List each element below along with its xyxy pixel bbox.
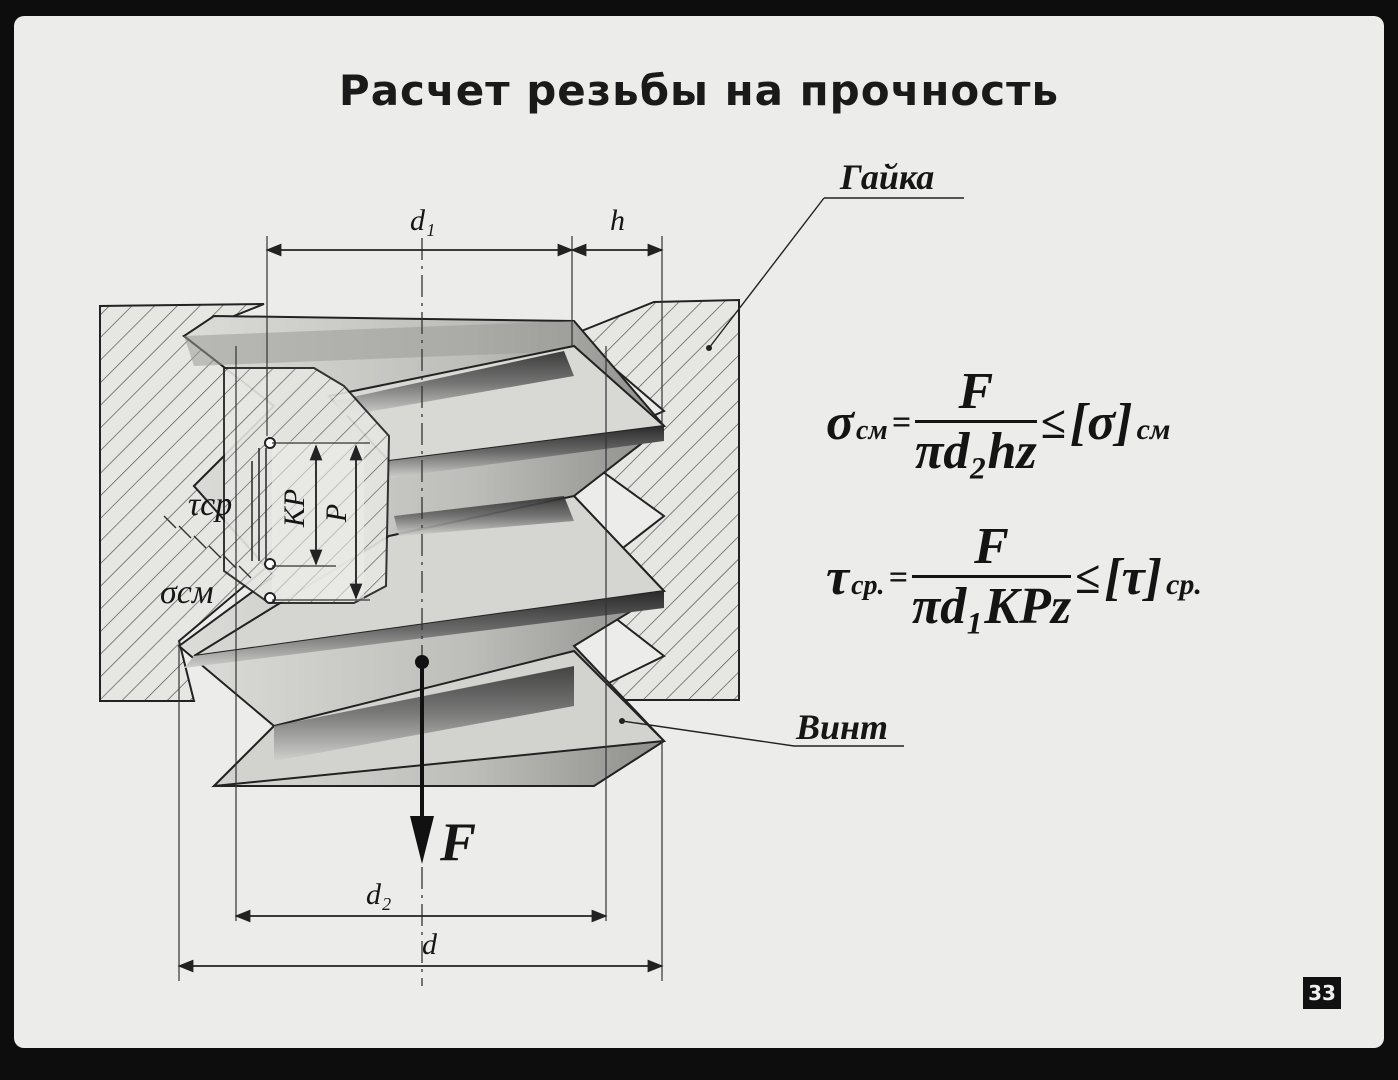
bearing-allowed: [σ] — [1069, 394, 1133, 452]
shear-relation: ≤ — [1075, 552, 1101, 604]
thread-flank — [389, 426, 664, 478]
thread-turn-inner — [272, 441, 364, 601]
shear-stress-formula: τ ср. = F πd₁KPz ≤ [τ] ср. — [826, 521, 1202, 635]
label-d: d — [422, 928, 437, 961]
bearing-relation: ≤ — [1040, 397, 1066, 449]
bearing-fraction: F πd₂hz — [915, 366, 1037, 480]
bearing-numerator: F — [958, 363, 994, 420]
slide: Расчет резьбы на прочность — [14, 16, 1384, 1048]
label-nut: Гайка — [840, 157, 935, 197]
leader-lines — [621, 197, 964, 747]
fraction-bar — [911, 575, 1072, 578]
label-tau-cp: τср — [188, 486, 233, 523]
leader-dot — [706, 345, 712, 351]
formula-sigma-symbol: σ — [826, 394, 855, 452]
shear-allowed: [τ] — [1104, 549, 1163, 607]
contact-point — [264, 592, 276, 604]
label-sigma-cm: σсм — [160, 574, 214, 611]
force-arrowhead — [410, 816, 434, 864]
shear-numerator: F — [974, 518, 1009, 575]
bearing-stress-hatch — [163, 515, 252, 579]
fraction-bar — [915, 420, 1037, 423]
label-kp: KP — [278, 488, 312, 528]
dimension-lines — [177, 243, 664, 973]
bearing-stress-formula: σ см = F πd₂hz ≤ [σ] см — [826, 366, 1170, 480]
bearing-allowed-sub: см — [1136, 413, 1171, 447]
shear-fraction: F πd₁KPz — [911, 518, 1072, 635]
formula-tau-sub: ср. — [851, 570, 885, 602]
equals-sign: = — [888, 558, 908, 596]
label-p: P — [320, 503, 354, 523]
thread-flank — [184, 321, 574, 366]
formula-sigma-sub: см — [856, 415, 888, 447]
shear-allowed-sub: ср. — [1166, 568, 1202, 602]
slide-number-badge: 33 — [1303, 977, 1341, 1009]
thread-flank — [184, 591, 664, 668]
extension-lines — [178, 236, 663, 981]
label-d1: d₁ — [410, 204, 436, 237]
label-h: h — [610, 204, 625, 237]
label-d2: d₂ — [366, 878, 392, 911]
shear-stress-arrows — [251, 448, 267, 561]
page-title: Расчет резьбы на прочность — [338, 66, 1060, 115]
formula-tau-symbol: τ — [826, 549, 850, 607]
thread-diagram — [99, 197, 964, 986]
shear-denominator: πd₁KPz — [911, 578, 1072, 635]
thread-flank — [334, 351, 574, 416]
thread-flank — [394, 496, 574, 536]
equals-sign: = — [891, 403, 912, 441]
label-screw: Винт — [796, 707, 889, 747]
label-force: F — [440, 812, 477, 872]
leader-dot — [619, 718, 625, 724]
bearing-denominator: πd₂hz — [915, 423, 1037, 480]
